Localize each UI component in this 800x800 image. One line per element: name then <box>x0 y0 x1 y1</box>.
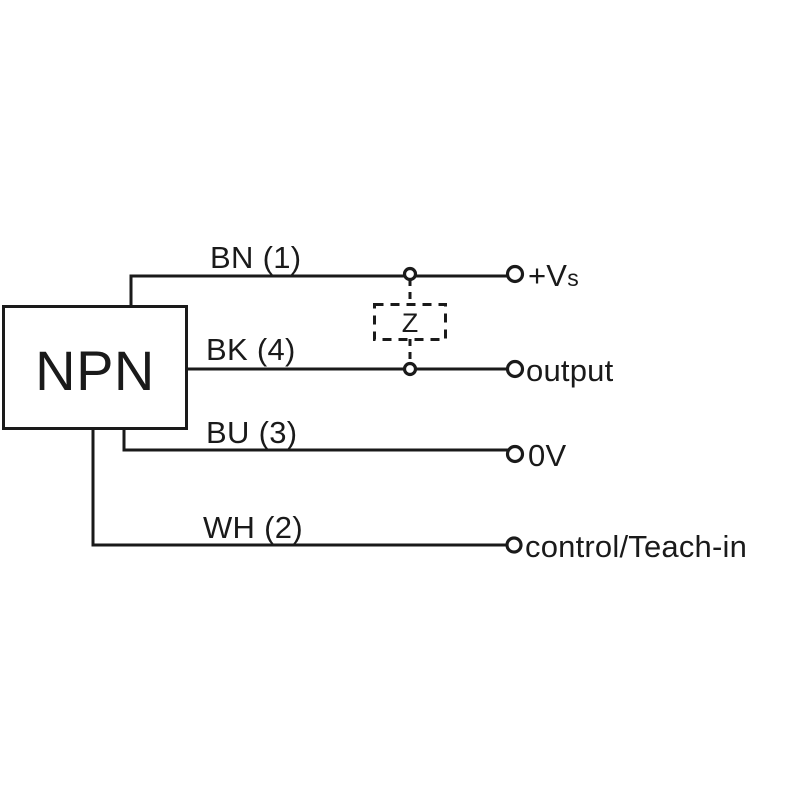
wire-path-wh <box>91 426 509 547</box>
z-component-label: Z <box>402 308 419 338</box>
terminal-label-ground: 0V <box>528 438 566 473</box>
terminal-circle-output[interactable] <box>505 359 525 379</box>
z-component-box <box>373 303 447 341</box>
wire-label-wh: WH (2) <box>203 510 303 545</box>
npn-device-box <box>2 305 188 430</box>
terminal-circle-ground[interactable] <box>505 444 525 464</box>
wire-label-bk: BK (4) <box>206 332 296 367</box>
terminal-label-supply-main: +V <box>528 258 567 293</box>
terminal-circle-supply[interactable] <box>505 264 525 284</box>
terminal-label-control: control/Teach-in <box>525 529 747 564</box>
terminal-label-output: output <box>526 353 614 388</box>
wire-path-bu <box>122 426 510 452</box>
wire-path-bn <box>129 274 510 308</box>
terminal-label-supply-subscript: s <box>567 265 579 291</box>
terminal-label-supply: +Vs <box>528 258 579 293</box>
junction-dot-bk <box>402 361 418 377</box>
wire-label-bu: BU (3) <box>206 415 297 450</box>
wire-label-bn: BN (1) <box>210 240 301 275</box>
junction-dot-bn <box>402 266 418 282</box>
terminal-circle-control[interactable] <box>505 536 523 554</box>
npn-device-label: NPN <box>35 339 155 402</box>
